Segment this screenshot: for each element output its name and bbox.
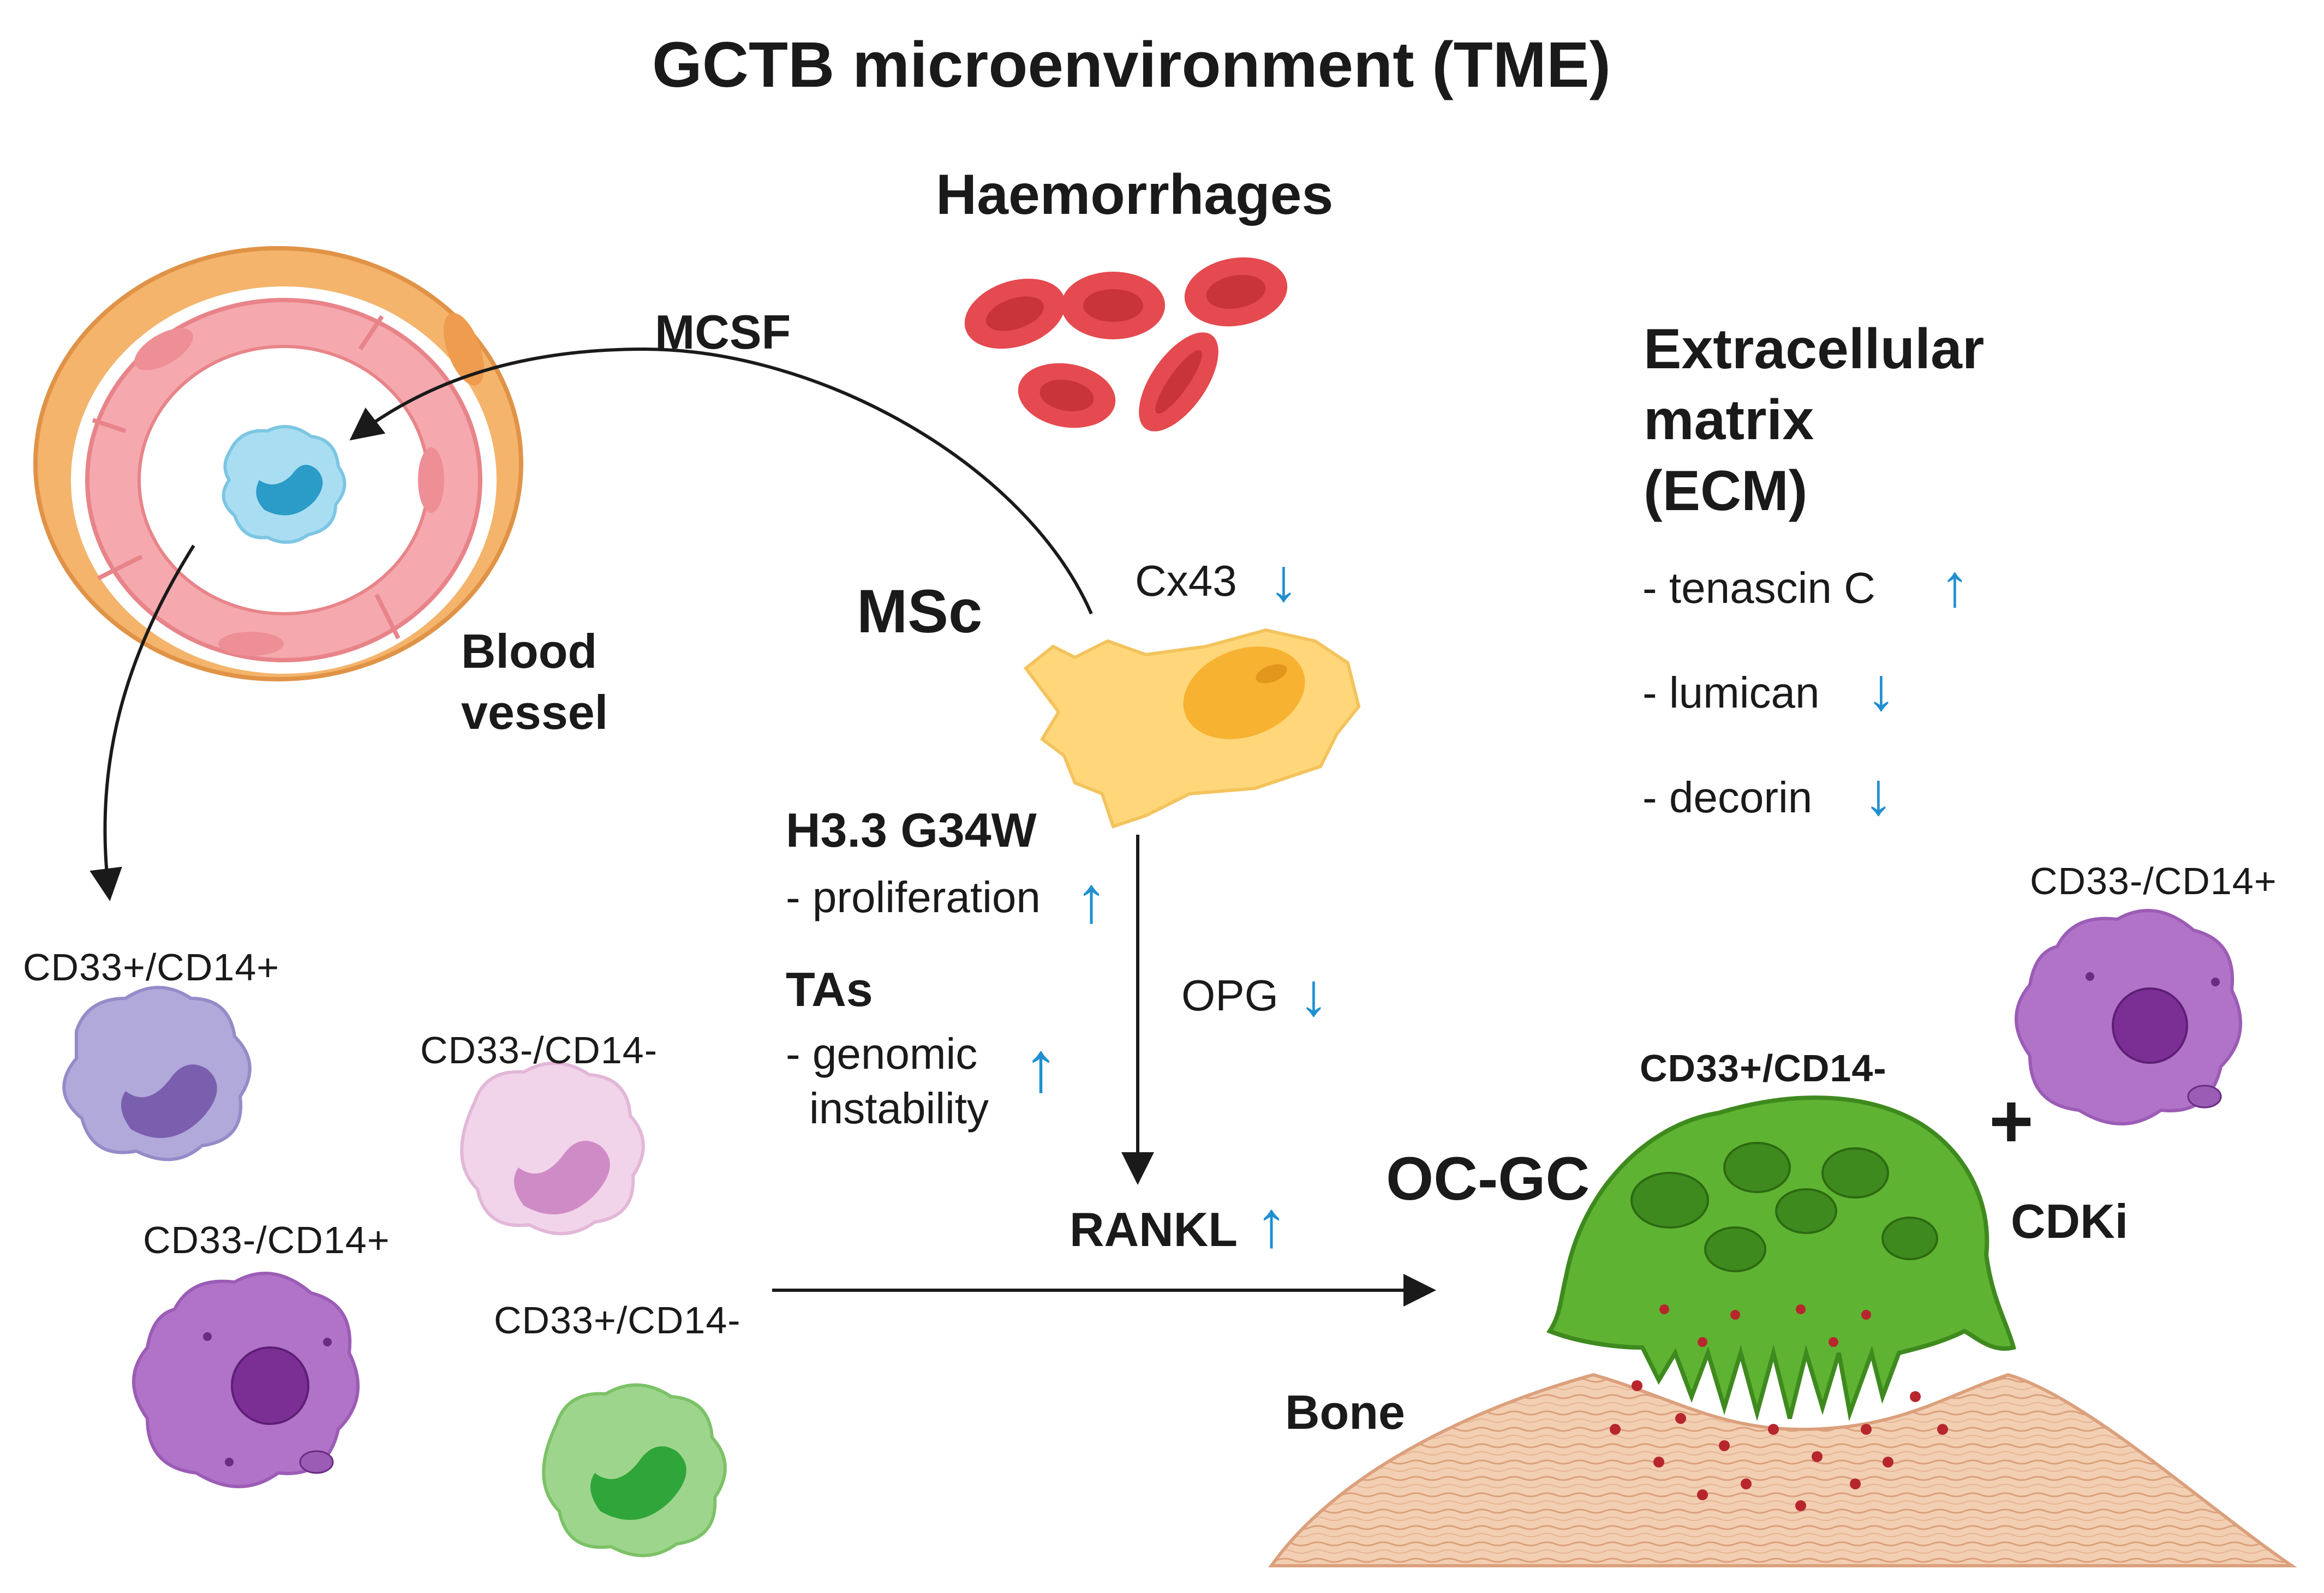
cell-label-cd33p-cd14m-left: CD33+/CD14-: [494, 1299, 741, 1342]
cell-label-cd33m-cd14m: CD33-/CD14-: [420, 1029, 658, 1071]
extravasation-arrow: [89, 544, 195, 901]
cell-label-cd33m-cd14p-left: CD33-/CD14+: [143, 1219, 390, 1261]
h33-proliferation: - proliferation: [786, 873, 1041, 921]
cx43-label: Cx43: [1135, 556, 1237, 605]
proliferation-up-arrow-icon: ↑: [1075, 863, 1108, 936]
msc-cell-icon: [1023, 628, 1361, 829]
cell-label-cd33m-cd14p-right: CD33-/CD14+: [2030, 860, 2277, 902]
monocyte-cd33p-cd14p-icon: [62, 986, 252, 1161]
haemorrhages-label: Haemorrhages: [936, 163, 1334, 226]
monocyte-cd33m-cd14p-right-icon: [2015, 909, 2242, 1125]
ocgc-cell-icon: [1546, 1095, 2016, 1511]
mcsf-arrow: [349, 347, 1093, 615]
monocyte-cd33p-cd14m-left-icon: [542, 1383, 727, 1558]
blood-vessel-label-line2: vessel: [461, 685, 608, 739]
bone-label: Bone: [1285, 1385, 1405, 1439]
cell-label-cd33p-cd14m-ocgc: CD33+/CD14-: [1640, 1047, 1887, 1089]
ecm-item-tenascin: - tenascin C: [1642, 564, 1875, 612]
monocyte-cd33m-cd14p-left-icon: [132, 1272, 360, 1488]
plus-sign: +: [1989, 1078, 2034, 1164]
cx43-down-arrow-icon: ↓: [1269, 547, 1299, 614]
ecm-label-line1: Extracellular: [1644, 318, 1985, 381]
monocyte-cd33m-cd14m-icon: [460, 1061, 645, 1236]
instability-up-arrow-icon: ↑: [1023, 1027, 1059, 1106]
ecm-label-line2: matrix: [1644, 388, 1814, 452]
tas-instability: instability: [809, 1084, 989, 1133]
blood-vessel-icon: [33, 246, 523, 681]
msc-label: MSc: [857, 577, 983, 645]
page-title: GCTB microenvironment (TME): [652, 29, 1611, 101]
rankl-up-arrow-icon: ↑: [1255, 1188, 1288, 1261]
bone-icon: [1268, 1373, 2297, 1567]
blood-vessel-label-line1: Blood: [461, 624, 598, 678]
decorin-down-arrow-icon: ↓: [1863, 760, 1893, 828]
tenascin-up-arrow-icon: ↑: [1940, 552, 1970, 619]
cell-label-cd33p-cd14p: CD33+/CD14+: [23, 946, 280, 989]
ecm-item-decorin: - decorin: [1642, 773, 1813, 822]
h33-label: H3.3 G34W: [786, 803, 1037, 857]
ecm-label-line3: (ECM): [1644, 459, 1808, 523]
red-blood-cells-icon: [964, 257, 1288, 432]
cdki-label: CDKi: [2011, 1194, 2129, 1248]
ocgc-label: OC-GC: [1386, 1145, 1590, 1213]
ecm-item-lumican: - lumican: [1642, 668, 1820, 717]
tas-label: TAs: [786, 962, 873, 1016]
rankl-label: RANKL: [1070, 1202, 1238, 1256]
mcsf-label: MCSF: [655, 305, 791, 359]
opg-label: OPG: [1181, 971, 1279, 1020]
lumican-down-arrow-icon: ↓: [1866, 656, 1896, 723]
opg-down-arrow-icon: ↓: [1299, 961, 1329, 1028]
tas-genomic: - genomic: [786, 1029, 978, 1078]
